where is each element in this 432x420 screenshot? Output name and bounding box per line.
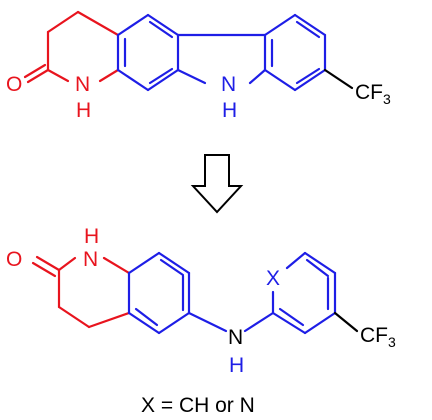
- top-pyrrole-nitrogen: N: [221, 73, 236, 96]
- top-carbazole-core: [116, 13, 327, 92]
- top-molecule: [23, 10, 354, 92]
- top-cf3-bond: [323, 68, 354, 90]
- bottom-carbonyl-oxygen: O: [6, 248, 22, 271]
- retrosynthetic-arrow-icon: [190, 154, 244, 214]
- bottom-molecule: [31, 251, 359, 335]
- bottom-cf3-label: CF: [360, 324, 388, 347]
- bottom-aryl-core: [127, 251, 337, 335]
- bottom-lactam-hydrogen: H: [84, 225, 99, 248]
- top-lactam-hydrogen: H: [76, 99, 91, 122]
- bottom-cf3-bond: [333, 311, 359, 333]
- scheme-caption: X = CH or N: [141, 394, 255, 417]
- bottom-lactam-ring: [31, 255, 131, 329]
- top-carbonyl-oxygen: O: [6, 73, 22, 96]
- bottom-cf3-subscript: 3: [388, 334, 396, 350]
- bottom-lactam-nitrogen: N: [83, 248, 98, 271]
- top-pyrrole-hydrogen: H: [222, 99, 237, 122]
- top-lactam-ring: [23, 10, 120, 84]
- bottom-ring-x-atom: X: [266, 267, 280, 290]
- top-lactam-nitrogen: N: [75, 73, 90, 96]
- top-cf3-label: CF: [355, 81, 383, 104]
- bottom-amine-hydrogen: H: [229, 354, 244, 377]
- bottom-amine-nitrogen: N: [228, 326, 243, 349]
- top-cf3-subscript: 3: [383, 91, 391, 107]
